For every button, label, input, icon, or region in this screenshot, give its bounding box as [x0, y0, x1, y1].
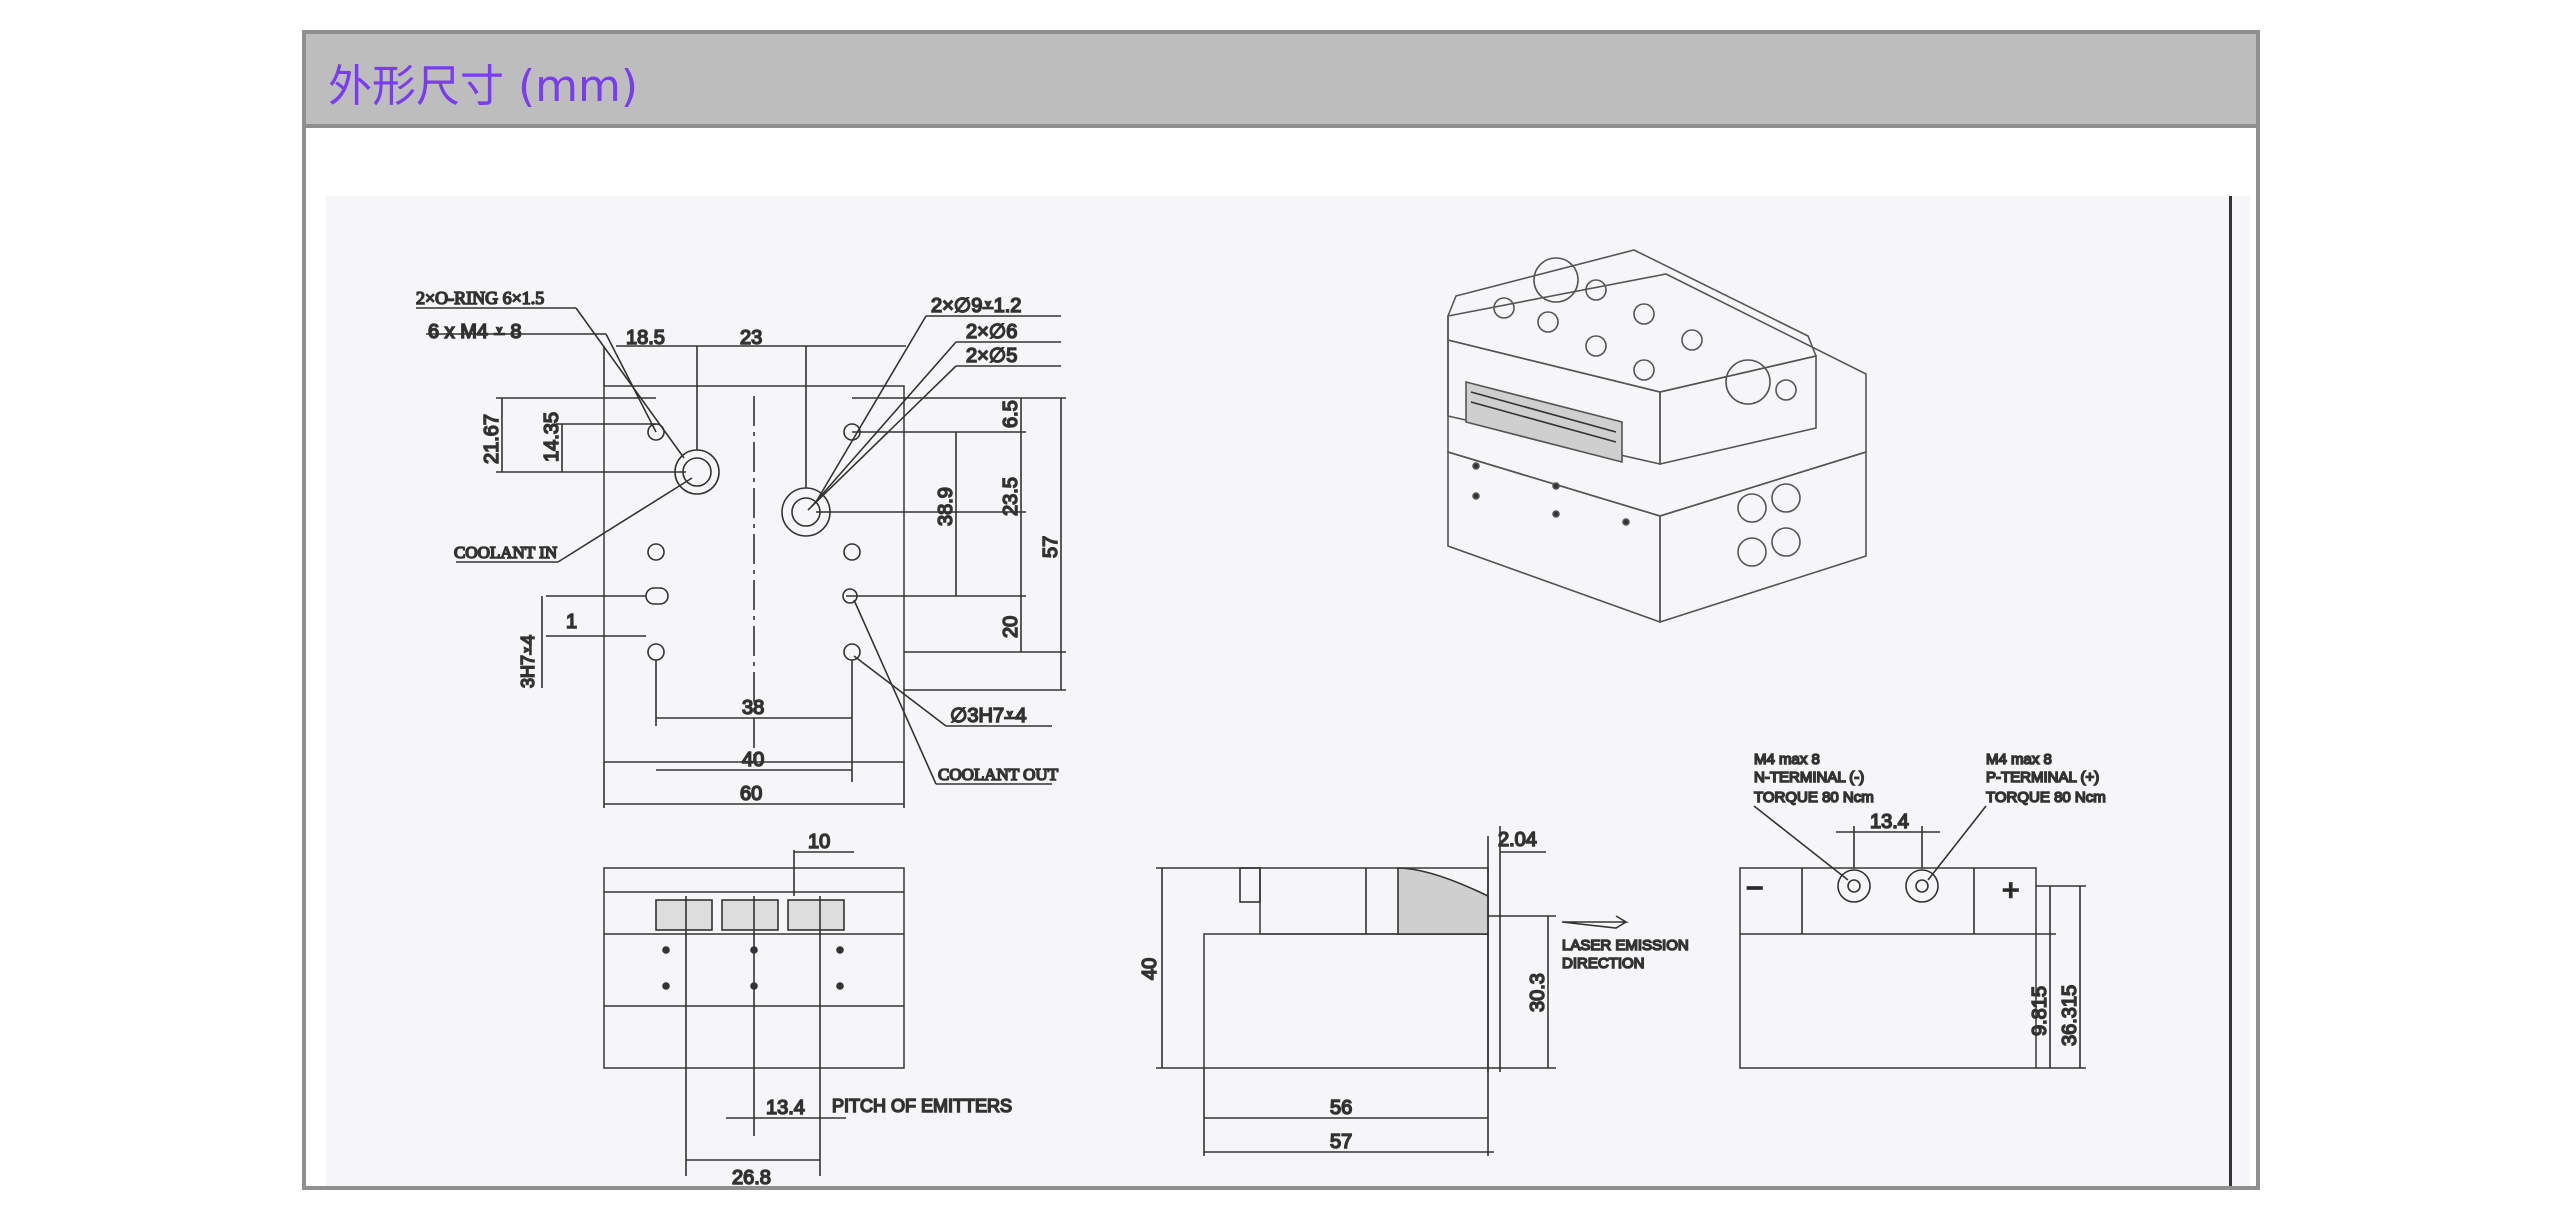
n-terminal-line-3: TORQUE 80 Ncm	[1754, 789, 1874, 806]
top-view-outline	[603, 385, 905, 763]
h7-label: ∅3H7⩡4	[950, 705, 1027, 727]
side-lower-body	[1203, 933, 1489, 1069]
iso-front-lower	[1447, 450, 1661, 624]
dimensions-panel: 外形尺寸 (mm)	[302, 30, 2260, 1190]
dim-14-35: 14.35	[541, 412, 563, 462]
dim-13-4: 13.4	[766, 1097, 805, 1119]
mount-hole	[843, 543, 861, 561]
dim-10: 10	[808, 831, 830, 853]
technical-drawing: 2×O-RING 6×1.5 6 x M4 ⩡ 8 2×∅9⩡1.2 2×∅6 …	[326, 196, 2250, 1190]
n-terminal	[1837, 869, 1871, 903]
side-section	[1397, 867, 1489, 935]
oring-label: 2×O-RING 6×1.5	[416, 288, 544, 308]
dim-40-side: 40	[1139, 958, 1161, 980]
dim-23: 23	[740, 327, 762, 349]
h7-side-label: 3H7⩡4	[518, 635, 538, 688]
drawing-border-line	[2229, 196, 2232, 1186]
iso-port	[1533, 257, 1579, 303]
mount-hole	[843, 643, 861, 661]
rear-view-outline	[1739, 867, 2037, 1069]
mount-hole	[647, 543, 665, 561]
emitter-slot	[787, 899, 845, 931]
panel-header: 外形尺寸 (mm)	[306, 34, 2256, 128]
m4-label: 6 x M4 ⩡ 8	[428, 321, 522, 343]
d9-label: 2×∅9⩡1.2	[931, 295, 1021, 317]
dim-57: 57	[1040, 536, 1062, 558]
dim-23-5: 23.5	[1000, 477, 1022, 516]
coolant-in-label: COOLANT IN	[454, 543, 557, 562]
dim-26-8: 26.8	[732, 1167, 771, 1186]
p-terminal-line-1: M4 max 8	[1986, 751, 2052, 768]
side-tab	[1239, 867, 1261, 903]
dim-36-315: 36.315	[2059, 985, 2081, 1046]
top-view: 2×O-RING 6×1.5 6 x M4 ⩡ 8 2×∅9⩡1.2 2×∅6 …	[415, 287, 1066, 808]
dim-20: 20	[1000, 616, 1022, 638]
emitter-slot	[655, 899, 713, 931]
dim-1: 1	[566, 611, 577, 633]
rear-view: − + M4 max 8 N-TERMINAL (-) TORQUE 80 Nc…	[1739, 750, 2107, 1069]
dim-9-815: 9.815	[2029, 986, 2051, 1036]
dim-38: 38	[742, 697, 764, 719]
dim-38-9: 38.9	[935, 487, 957, 526]
front-view: 10 13.4 26.8 PITCH OF EMITTERS	[603, 830, 1013, 1190]
p-terminal-line-2: P-TERMINAL (+)	[1986, 769, 2099, 786]
p-terminal-line-3: TORQUE 80 Ncm	[1986, 789, 2106, 806]
pitch-label: PITCH OF EMITTERS	[832, 1096, 1012, 1116]
mount-hole	[647, 643, 665, 661]
emitter-slot	[721, 899, 779, 931]
n-terminal-line-2: N-TERMINAL (-)	[1754, 769, 1864, 786]
dim-60: 60	[740, 783, 762, 805]
iso-side-plate	[1659, 354, 1817, 466]
isometric-view	[1447, 249, 1867, 624]
dim-30-3: 30.3	[1527, 973, 1549, 1012]
p-terminal	[1905, 869, 1939, 903]
d5-label: 2×∅5	[966, 345, 1017, 367]
minus-sign: −	[1746, 872, 1764, 905]
dim-2-04: 2.04	[1498, 829, 1537, 851]
laser-label-2: DIRECTION	[1562, 955, 1645, 972]
dim-40: 40	[742, 749, 764, 771]
n-terminal-line-1: M4 max 8	[1754, 751, 1820, 768]
dim-13-4-rear: 13.4	[1870, 811, 1909, 833]
dim-21-67: 21.67	[481, 414, 503, 464]
dim-56: 56	[1330, 1097, 1352, 1119]
coolant-out-label: COOLANT OUT	[938, 765, 1059, 784]
plus-sign: +	[2002, 874, 2020, 907]
d6-label: 2×∅6	[966, 321, 1017, 343]
drawing-svg: 2×O-RING 6×1.5 6 x M4 ⩡ 8 2×∅9⩡1.2 2×∅6 …	[415, 249, 2107, 1190]
page-title: 外形尺寸 (mm)	[328, 61, 639, 112]
iso-side-lower	[1659, 450, 1867, 624]
dim-6-5: 6.5	[1000, 400, 1022, 428]
side-view: 2.04 40 30.3 56 57 LASER EMISSION DIRECT…	[1138, 826, 1690, 1156]
laser-arrow	[1561, 915, 1629, 929]
dim-18-5: 18.5	[626, 327, 665, 349]
slot-hole	[645, 587, 669, 605]
dim-57-side: 57	[1330, 1131, 1352, 1153]
laser-label-1: LASER EMISSION	[1562, 937, 1689, 954]
iso-port	[1725, 359, 1771, 405]
